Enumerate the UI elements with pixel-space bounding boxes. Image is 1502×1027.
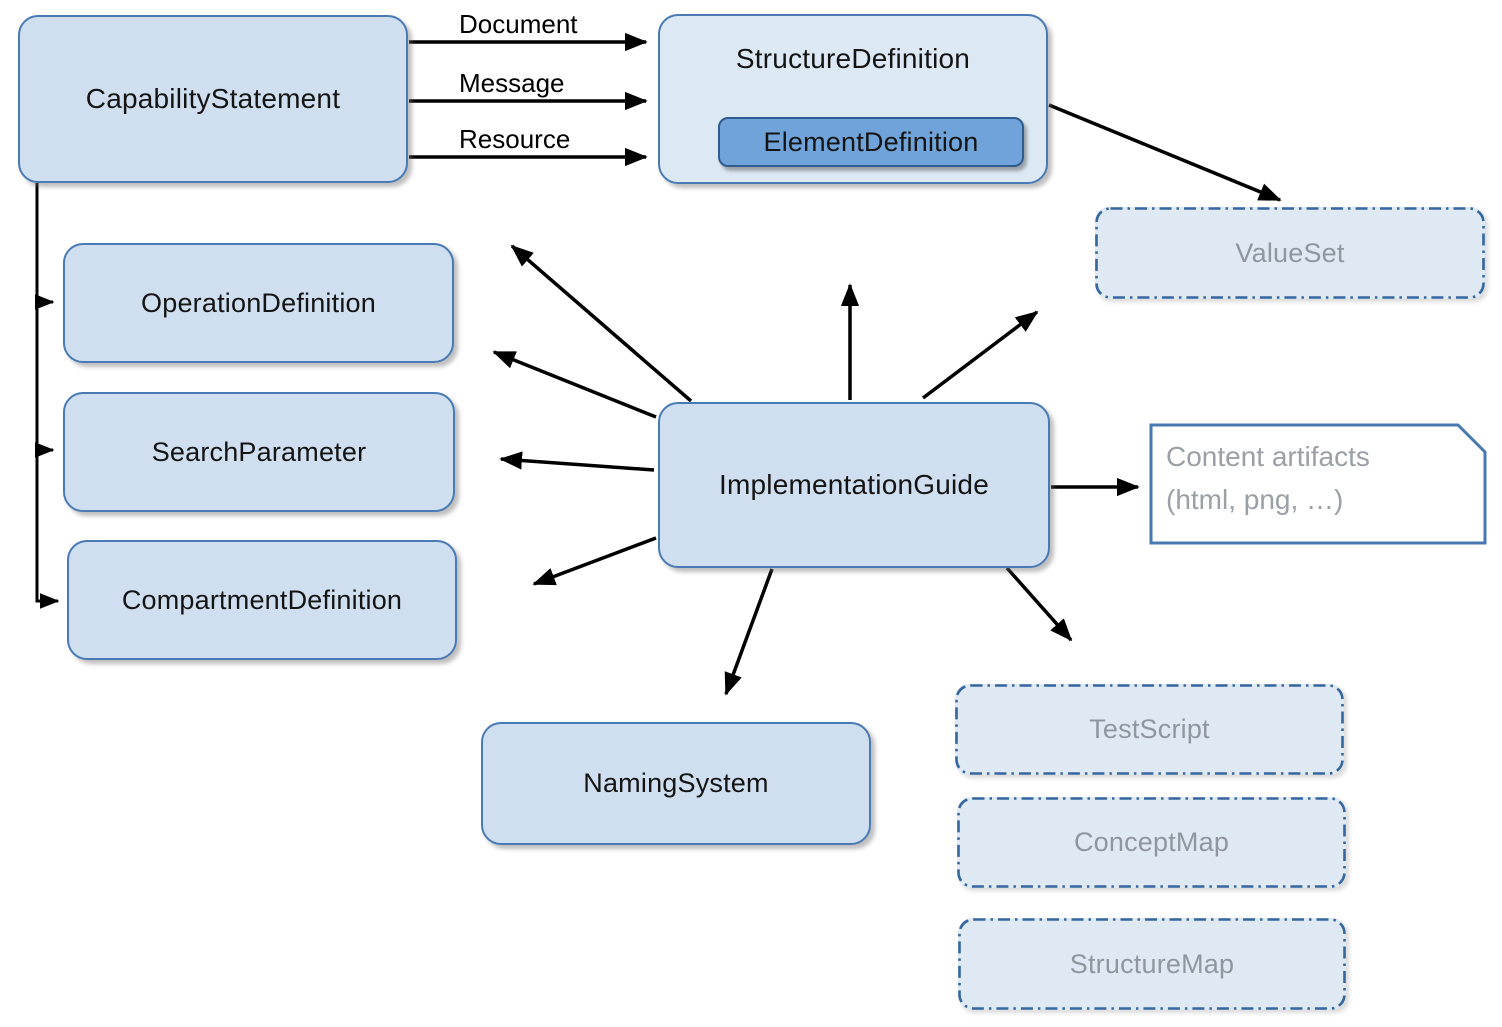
node-implementation-guide-label: ImplementationGuide xyxy=(719,469,989,500)
node-content-artifacts-label: Content artifacts (html, png, …) xyxy=(1166,435,1370,522)
node-test-script: TestScript xyxy=(955,684,1344,775)
node-search-parameter-label: SearchParameter xyxy=(151,436,367,467)
arrow-ig-upleft-1 xyxy=(510,244,693,403)
node-search-parameter: SearchParameter xyxy=(63,392,455,512)
edge-label-message: Message xyxy=(459,68,565,98)
node-operation-definition: OperationDefinition xyxy=(63,243,454,363)
arrow-ig-upright xyxy=(921,310,1039,400)
node-element-definition: ElementDefinition xyxy=(718,117,1024,167)
arrow-ig-upleft-2 xyxy=(492,350,657,419)
node-capability-statement: CapabilityStatement xyxy=(18,15,408,183)
content-artifacts-line1: Content artifacts xyxy=(1166,441,1370,472)
arrow-ig-left xyxy=(499,451,655,472)
node-capability-statement-label: CapabilityStatement xyxy=(85,83,341,114)
node-naming-system: NamingSystem xyxy=(481,722,871,845)
node-structure-map: StructureMap xyxy=(958,918,1346,1010)
edge-label-resource: Resource xyxy=(459,124,571,154)
node-structure-definition-label: StructureDefinition xyxy=(735,43,971,74)
node-concept-map-label: ConceptMap xyxy=(1073,827,1230,857)
arrow-ig-down xyxy=(724,568,774,696)
node-implementation-guide: ImplementationGuide xyxy=(658,402,1050,568)
node-structure-map-label: StructureMap xyxy=(1069,948,1235,979)
node-operation-definition-label: OperationDefinition xyxy=(141,287,376,318)
concept-map-dashdot-border xyxy=(957,797,1346,888)
content-artifacts-note-shape xyxy=(1149,423,1487,545)
content-artifacts-line2: (html, png, …) xyxy=(1166,484,1344,516)
node-concept-map: ConceptMap xyxy=(957,797,1346,888)
edge-label-document: Document xyxy=(459,9,578,39)
node-content-artifacts: Content artifacts (html, png, …) xyxy=(1149,423,1487,545)
test-script-dashdot-border xyxy=(955,684,1344,775)
arrow-ig-downleft xyxy=(532,536,657,586)
node-element-definition-label: ElementDefinition xyxy=(763,126,979,157)
node-value-set-label: ValueSet xyxy=(1235,237,1345,268)
node-value-set: ValueSet xyxy=(1095,207,1485,299)
structure-map-dashdot-border xyxy=(958,918,1346,1010)
arrow-ig-downright xyxy=(1005,566,1073,642)
node-compartment-definition-label: CompartmentDefinition xyxy=(121,584,403,615)
arrow-structuredefinition-valueset xyxy=(1048,103,1282,202)
node-naming-system-label: NamingSystem xyxy=(583,768,769,798)
value-set-dashdot-border xyxy=(1095,207,1485,299)
node-compartment-definition: CompartmentDefinition xyxy=(67,540,457,660)
node-test-script-label: TestScript xyxy=(1089,714,1210,744)
